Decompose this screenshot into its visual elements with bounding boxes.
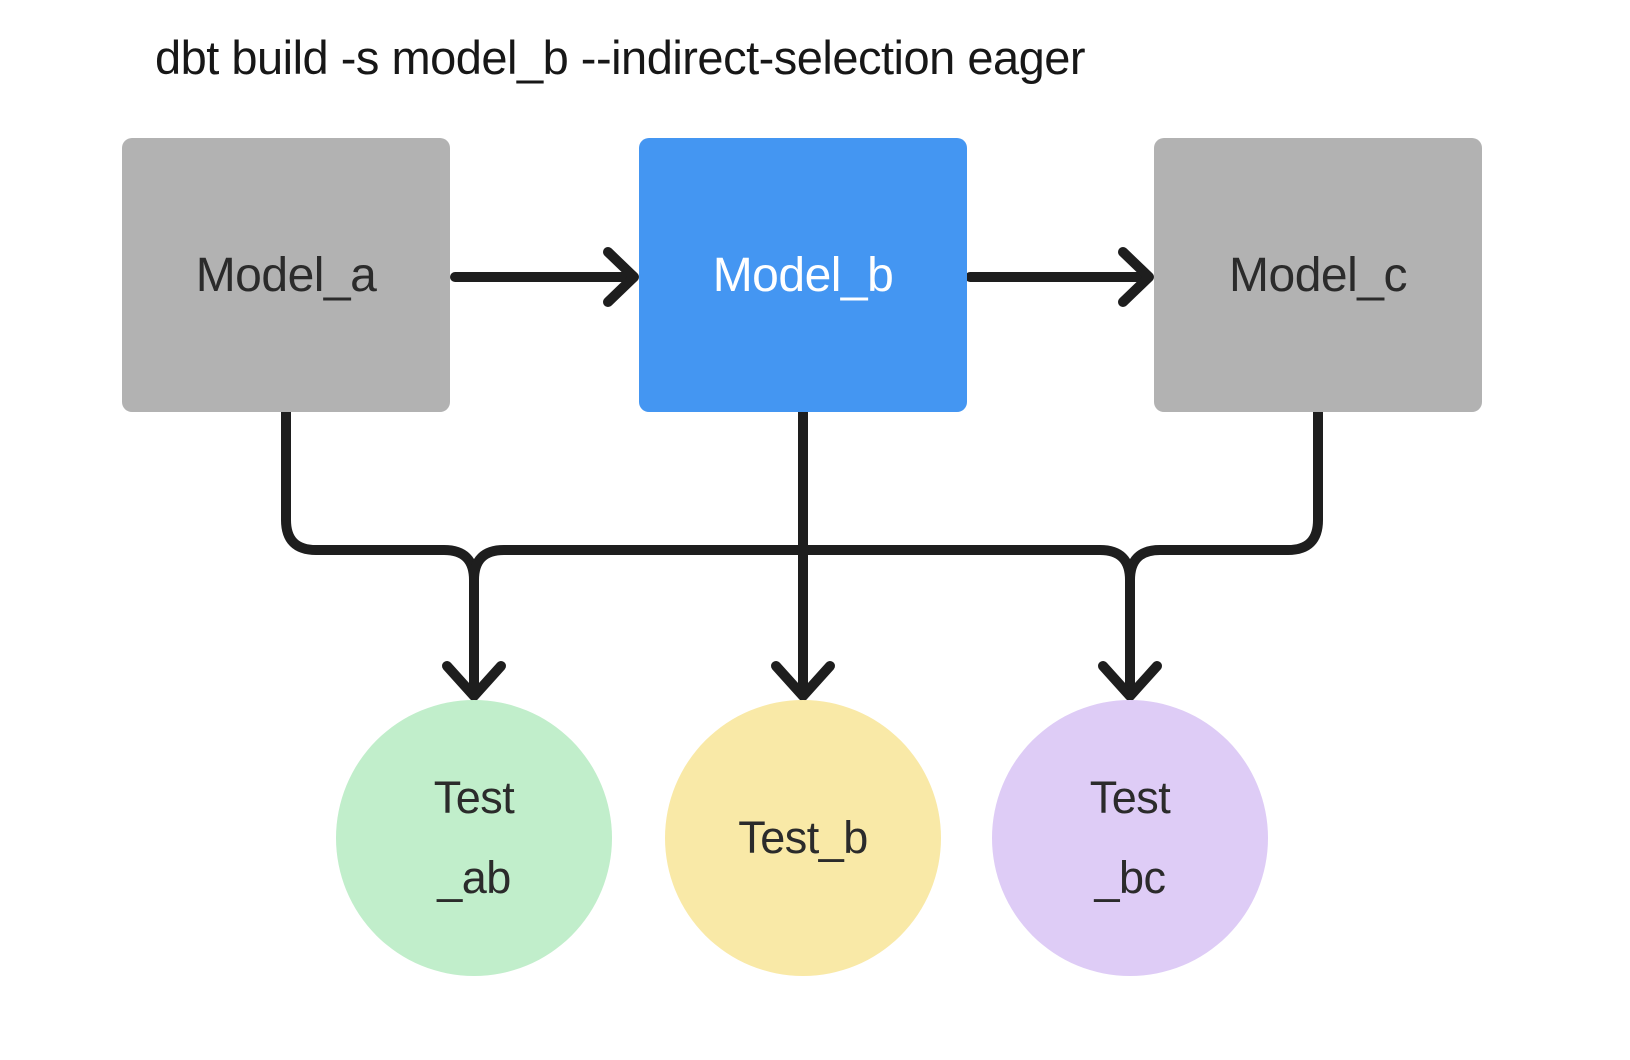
test-ab-arrowhead-icon — [442, 661, 506, 701]
edge-model-a-to-test-ab — [281, 407, 479, 693]
diagram-title: dbt build -s model_b --indirect-selectio… — [155, 31, 1086, 84]
test-b-arrowhead-icon — [771, 661, 835, 701]
edge-model-a-to-model-b-arrowhead-icon — [603, 247, 639, 307]
node-model-c-label: Model_c — [1229, 248, 1407, 302]
node-test-b-label-line1: Test_b — [738, 812, 868, 863]
node-model-b: Model_b — [639, 138, 967, 412]
node-model-b-label: Model_b — [712, 248, 894, 302]
node-model-a-label: Model_a — [195, 248, 377, 302]
node-test-b: Test_b — [665, 700, 941, 976]
edge-model-c-to-test-bc — [1125, 407, 1323, 693]
node-test-ab-label-line1: Test — [433, 772, 515, 823]
node-test-bc-label-line2: _bc — [1094, 852, 1166, 903]
node-test-bc-label-line1: Test — [1089, 772, 1171, 823]
edge-model-b-to-test-bc — [798, 545, 1135, 585]
node-model-a: Model_a — [122, 138, 450, 412]
edge-model-b-to-model-c-arrowhead-icon — [1118, 247, 1154, 307]
node-test-bc: Test _bc — [992, 700, 1268, 976]
edge-model-b-to-test-ab — [469, 545, 808, 585]
node-test-ab: Test _ab — [336, 700, 612, 976]
node-model-c: Model_c — [1154, 138, 1482, 412]
node-test-ab-label-line2: _ab — [437, 852, 511, 903]
test-bc-arrowhead-icon — [1098, 661, 1162, 701]
